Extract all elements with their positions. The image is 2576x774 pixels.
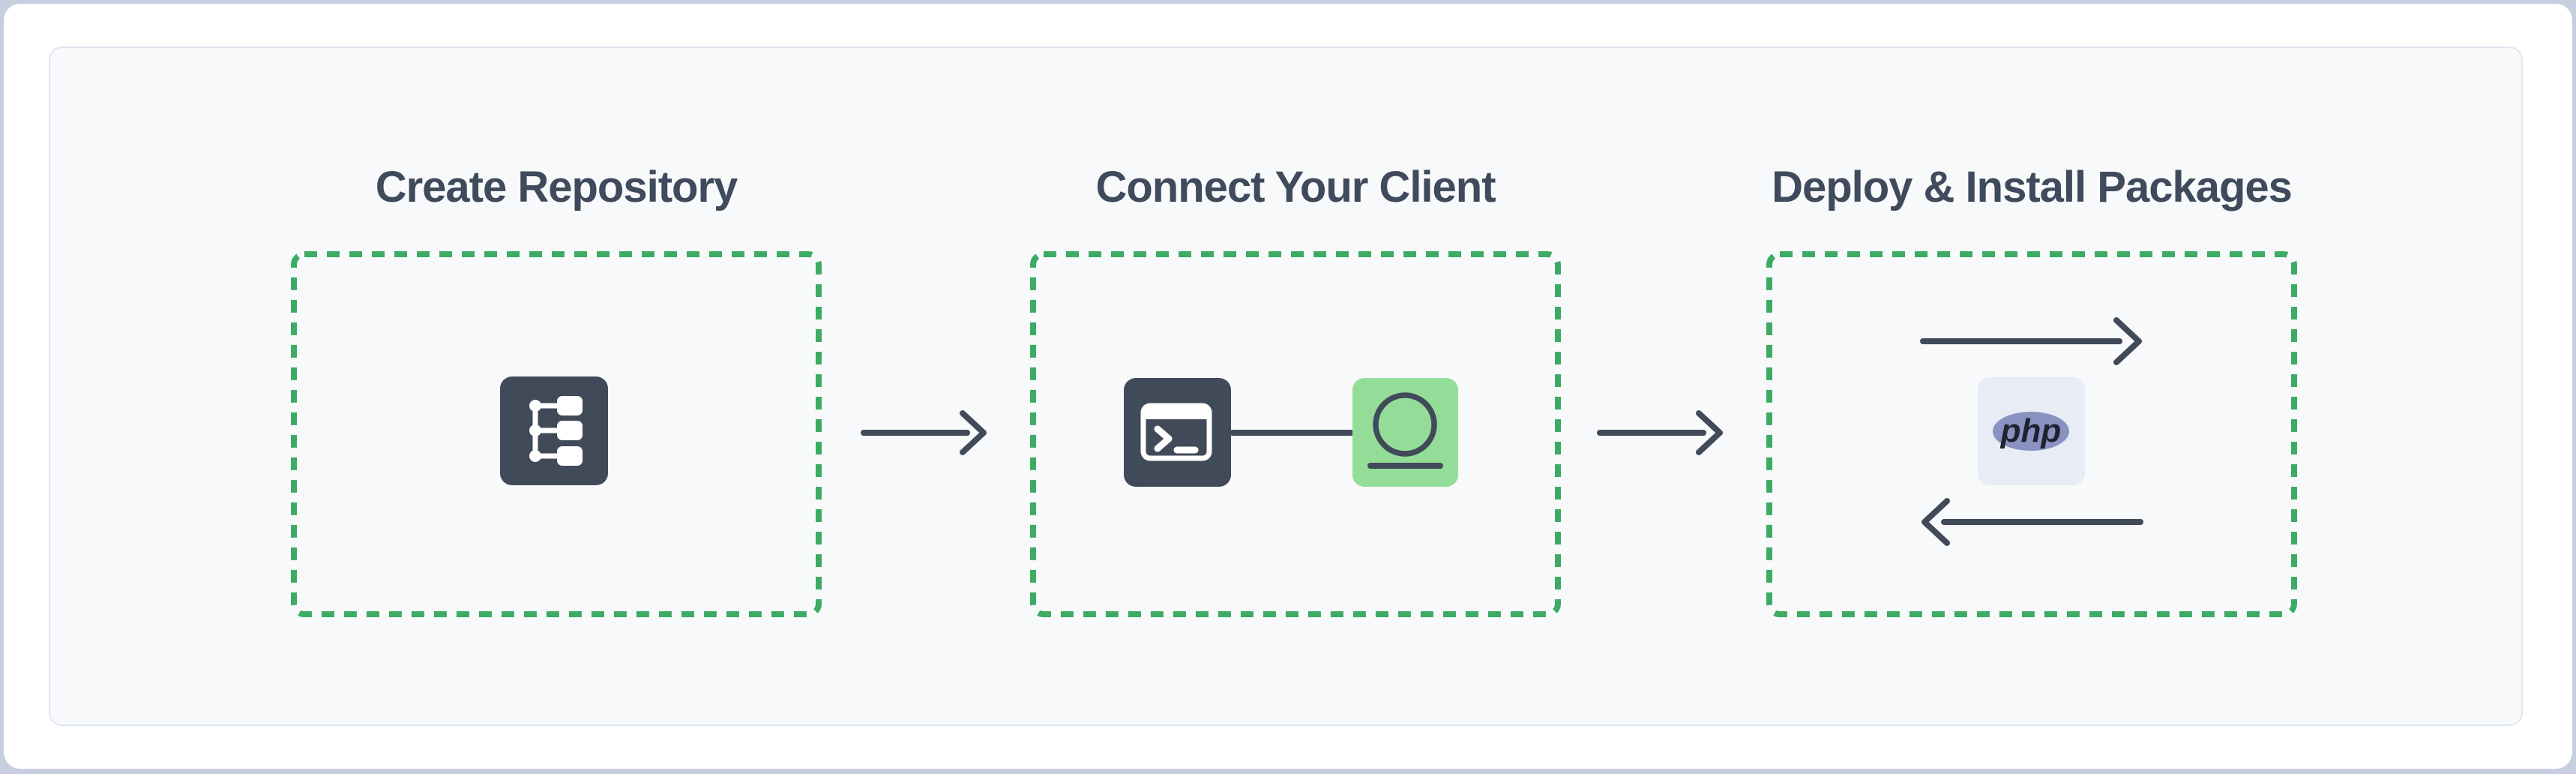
terminal-client-connector-line xyxy=(1230,430,1354,436)
dashed-zone-deploy-install-packages xyxy=(1766,251,2297,617)
php-logo-label: php xyxy=(2000,412,2062,449)
step-title-create-repository: Create Repository xyxy=(375,163,738,212)
step-create-repository: Create Repository xyxy=(290,155,822,624)
step-connect-your-client: Connect Your Client xyxy=(1029,155,1562,624)
dashed-zone-connect-your-client xyxy=(1030,251,1561,617)
step-title-connect-your-client: Connect Your Client xyxy=(1095,163,1496,212)
php-ellipse-icon: php xyxy=(1993,412,2069,451)
php-logo: php xyxy=(1978,377,2085,485)
repository-tree-icon xyxy=(500,376,608,485)
flow-arrow-2-icon xyxy=(1597,410,1723,455)
terminal-icon xyxy=(1124,378,1231,487)
step-deploy-install-packages: Deploy & Install Packages php xyxy=(1766,155,2298,624)
install-arrow-left-icon xyxy=(1922,498,2143,546)
diagram-card: Create Repository xyxy=(4,4,2572,769)
flow-arrow-1-icon xyxy=(861,410,987,455)
client-icon xyxy=(1352,378,1458,487)
step-title-deploy-install-packages: Deploy & Install Packages xyxy=(1772,163,2293,212)
deploy-arrow-right-icon xyxy=(1920,317,2142,365)
dashed-zone-create-repository xyxy=(291,251,822,617)
workflow-panel: Create Repository xyxy=(49,46,2523,726)
